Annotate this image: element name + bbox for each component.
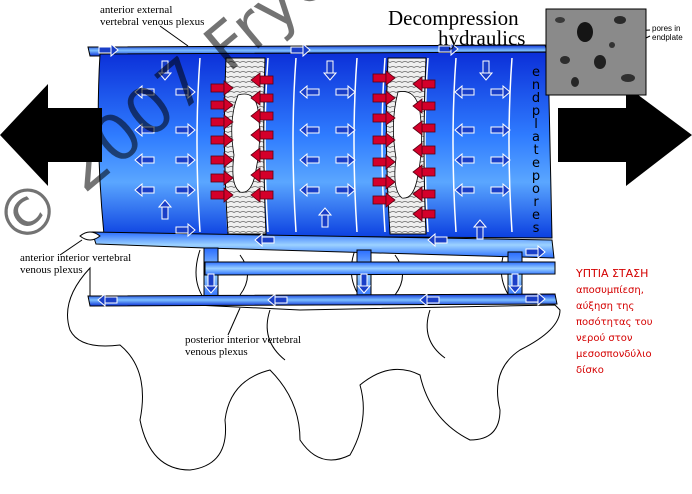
endplate-micrograph: [545, 8, 647, 96]
right-outflow-arrow: [558, 86, 692, 186]
title-line-1: Decompression: [388, 6, 519, 30]
side-letter: p: [531, 169, 541, 184]
side-letter: n: [531, 78, 541, 93]
greek-line: ποσότητας του: [576, 317, 653, 328]
posterior-interior-plexus-tube: [87, 293, 558, 307]
greek-line: αύξηση της: [576, 301, 635, 312]
side-letter: p: [531, 104, 541, 119]
side-letter: s: [532, 221, 540, 236]
side-letter: a: [532, 130, 540, 145]
greek-heading: ΥΠΤΙΑ ΣΤΑΣΗ: [576, 267, 649, 280]
title-line-2: hydraulics: [438, 26, 526, 50]
greek-line: αποσυμπίεση,: [576, 285, 644, 296]
nucleus-pulposus-1: [231, 93, 260, 193]
label-pores-in-endplate: pores in endplate: [652, 24, 683, 42]
greek-line: μεσοσπονδύλιο: [576, 349, 652, 360]
side-letter: d: [531, 91, 541, 106]
label-anterior-external-plexus: anterior external vertebral venous plexu…: [100, 4, 205, 28]
side-letter: e: [532, 156, 540, 171]
greek-line: νερού στον: [576, 333, 633, 344]
intervertebral-disc-2: [385, 57, 427, 235]
side-letter: o: [532, 182, 540, 197]
side-letter: e: [532, 65, 540, 80]
middle-plexus-band: [204, 261, 556, 276]
posterior-vertebral-elements: [67, 249, 561, 471]
side-letter: r: [533, 195, 539, 210]
endplate-lines: [196, 57, 513, 233]
side-letter: t: [533, 143, 539, 158]
side-letter: l: [534, 117, 538, 132]
greek-caption: ΥΠΤΙΑ ΣΤΑΣΗ αποσυμπίεση, αύξηση της ποσό…: [576, 266, 686, 379]
side-letter: e: [532, 208, 540, 223]
greek-line: δίσκο: [576, 365, 604, 376]
left-outflow-arrow: [0, 84, 102, 186]
label-posterior-interior-plexus: posterior interior vertebral venous plex…: [185, 334, 302, 358]
label-anterior-interior-plexus: anterior interior vertebral venous plexu…: [20, 252, 132, 276]
